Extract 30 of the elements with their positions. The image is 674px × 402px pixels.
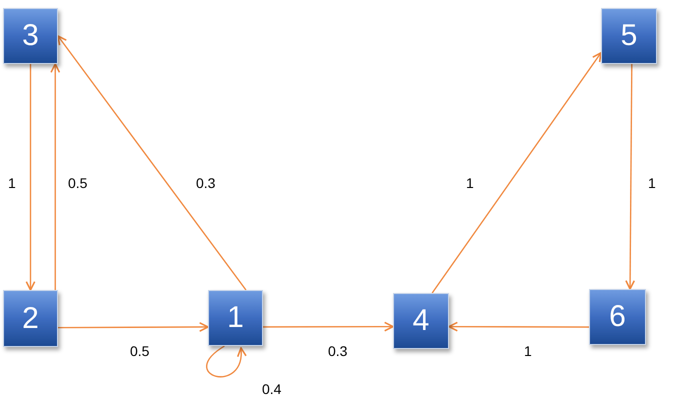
arrow xyxy=(206,345,246,378)
node-label: 4 xyxy=(412,306,430,336)
edge-label: 1 xyxy=(8,176,16,190)
edge-label: 0.5 xyxy=(130,344,150,358)
node-box xyxy=(601,8,657,64)
node-box xyxy=(589,289,646,345)
arrow xyxy=(50,63,60,290)
arrow xyxy=(26,64,36,291)
edge-label: 0.3 xyxy=(328,344,348,358)
arrow xyxy=(432,52,602,294)
node-box xyxy=(393,293,449,349)
arrow xyxy=(448,322,589,332)
edge-label: 1 xyxy=(524,344,532,358)
node-box xyxy=(3,290,58,347)
arrow xyxy=(58,322,209,332)
node-label: 2 xyxy=(22,304,39,334)
edge-label: 0.5 xyxy=(68,176,88,190)
node-label: 6 xyxy=(609,302,626,332)
arrow xyxy=(57,35,246,290)
node-label: 3 xyxy=(22,21,39,51)
node-box xyxy=(208,290,263,346)
edge-label: 0.3 xyxy=(196,176,216,190)
edge-label: 1 xyxy=(648,176,656,190)
arrow xyxy=(625,64,636,290)
node-box xyxy=(3,8,58,64)
node-label: 5 xyxy=(620,21,638,51)
node-label: 1 xyxy=(227,303,244,333)
edge-label: 0.4 xyxy=(262,382,282,396)
arrow xyxy=(263,322,394,332)
edge-label: 1 xyxy=(466,176,474,190)
